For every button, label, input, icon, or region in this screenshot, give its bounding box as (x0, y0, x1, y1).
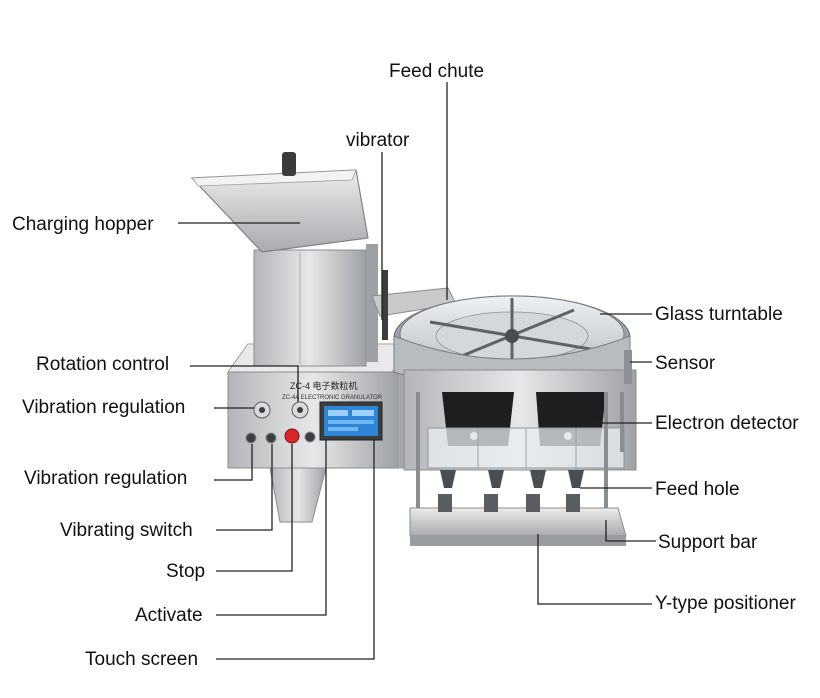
machine-illustration: ZC-4 电子数粒机 ZC-4A ELECTRONIC GRANULATOR (190, 152, 637, 546)
activate-button[interactable] (304, 431, 316, 443)
leader-y-type-positioner (537, 534, 652, 605)
leader-vibrating-switch (216, 444, 273, 531)
leader-stop (216, 444, 293, 572)
label-vibration-regulation-1: Vibration regulation (22, 397, 185, 418)
label-feed-hole: Feed hole (655, 479, 740, 500)
pedestal (269, 467, 327, 523)
leader-touch-screen (216, 440, 375, 660)
label-y-type-positioner: Y-type positioner (655, 593, 797, 614)
leader-rotation-control (190, 365, 299, 402)
label-sensor: Sensor (655, 353, 716, 374)
label-vibrating-switch: Vibrating switch (60, 520, 193, 541)
support-bars (416, 392, 624, 532)
labels: Feed chute vibrator Charging hopper Glas… (12, 61, 799, 670)
vibration-dial[interactable] (253, 401, 271, 419)
label-electron-detector: Electron detector (655, 413, 799, 434)
hopper-housing (253, 244, 378, 367)
feed-holes (440, 470, 584, 488)
label-charging-hopper: Charging hopper (12, 214, 154, 235)
label-rotation-control: Rotation control (36, 354, 169, 375)
vibration-regulation-knob[interactable] (245, 432, 257, 444)
leader-support-bar (605, 520, 656, 542)
glass-turntable (393, 295, 631, 392)
panel-subtitle: ZC-4A ELECTRONIC GRANULATOR (282, 395, 383, 401)
leader-activate (216, 440, 327, 616)
leader-lines (178, 82, 656, 660)
label-activate: Activate (135, 605, 203, 626)
control-panel: ZC-4 电子数粒机 ZC-4A ELECTRONIC GRANULATOR (245, 380, 383, 444)
label-vibration-regulation-2: Vibration regulation (24, 468, 187, 489)
label-feed-chute: Feed chute (389, 61, 484, 82)
touch-screen[interactable] (319, 401, 383, 441)
panel-title: ZC-4 电子数粒机 (290, 380, 358, 391)
stop-button[interactable] (284, 428, 300, 444)
label-stop: Stop (166, 561, 205, 582)
charging-hopper (190, 152, 369, 253)
label-vibrator: vibrator (346, 130, 410, 151)
label-support-bar: Support bar (658, 532, 758, 553)
rotation-dial[interactable] (291, 401, 309, 419)
label-glass-turntable: Glass turntable (655, 304, 783, 325)
vibrating-switch[interactable] (265, 432, 277, 444)
counting-trays (427, 427, 625, 469)
leader-vibration-regulation-2 (214, 444, 253, 481)
label-touch-screen: Touch screen (85, 649, 198, 670)
y-type-positioner-plate (409, 494, 627, 546)
